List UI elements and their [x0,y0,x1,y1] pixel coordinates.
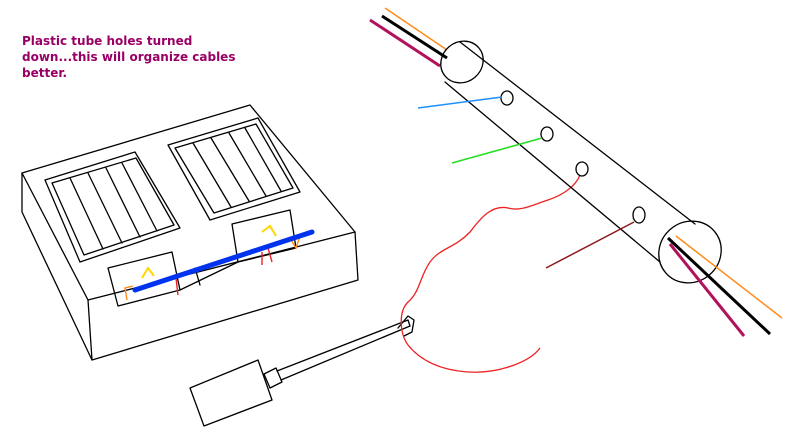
tube-hole-4 [632,206,646,224]
compartment-divider [179,261,239,291]
green-cable [451,137,543,164]
terminal-wire-right [261,247,273,265]
probe-collar [263,367,283,389]
yellow-mark-left [141,266,155,279]
black-cable-bottom [666,236,772,336]
tube-hole-2 [540,126,554,142]
box-front-face [87,231,359,361]
black-cable-top [381,14,448,60]
probe-handle [189,359,273,427]
solar-panel-box [21,104,359,361]
magenta-cable-top [369,18,441,68]
blue-cable [132,229,315,293]
probe-tip [397,315,415,337]
tube-bottom-end [658,220,722,284]
terminal-wire-left [124,285,134,301]
red-wire [400,174,581,373]
left-panel [44,151,181,263]
terminal-wire-left-2 [175,277,179,296]
annotation-text: Plastic tube holes turned down...this wi… [22,34,236,80]
terminal-wire-right-2 [290,235,301,250]
light-blue-cable [417,96,503,109]
tube-top-end [440,40,484,84]
orange-cable-top [384,7,448,51]
tube-hole-1 [500,90,514,106]
dark-red-cable [545,221,635,269]
probe-tool [189,315,415,427]
right-panel [167,117,301,221]
tube-hole-3 [575,161,589,177]
probe-shaft [276,319,411,381]
box-left-face [21,172,93,361]
plastic-tube [369,7,783,337]
yellow-mark-right [261,224,277,237]
magenta-cable-bottom [668,243,746,337]
orange-cable-bottom [675,235,783,319]
